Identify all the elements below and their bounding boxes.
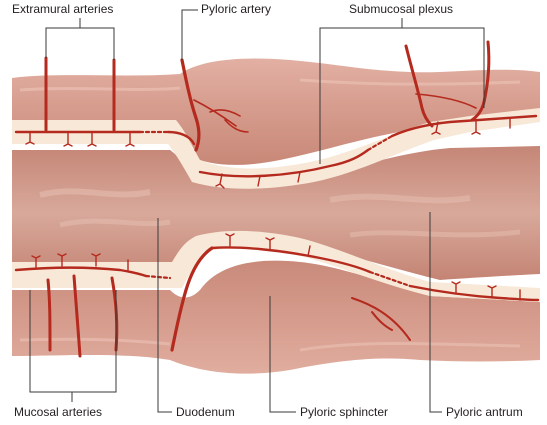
lower-submucosa [12, 230, 540, 302]
lower-submucosal-plexus [408, 284, 540, 302]
upper-muscle-highlight [19, 86, 181, 92]
upper-submucosal-plexus [390, 114, 538, 138]
leader-pyloric-antrum [429, 212, 442, 413]
lower-muscle-highlight [299, 342, 521, 352]
pyloric-artery-upper [180, 58, 201, 152]
mucosal-fold [59, 218, 171, 228]
submucosal-artery-branch [415, 93, 477, 109]
mucosal-fold [349, 229, 521, 238]
leader-mucosal-arteries [29, 290, 117, 402]
label-mucosal-arteries: Mucosal arteries [14, 405, 102, 419]
upper-submucosa-fill [12, 108, 540, 189]
lower-submucosal-plexus [210, 246, 372, 274]
lumen [12, 146, 540, 280]
lower-submucosal-plexus [14, 266, 148, 278]
upper-submucosal-plexus [166, 130, 196, 146]
lower-muscle-highlight [19, 337, 171, 346]
label-submucosal-plexus: Submucosal plexus [349, 2, 453, 16]
lower-muscle-wall [12, 260, 540, 374]
upper-muscle-highlight [299, 78, 521, 86]
mucosal-artery [46, 278, 52, 352]
lower-submucosal-plexus-dashed [368, 270, 412, 288]
leader-duodenum [157, 218, 172, 413]
lower-artery-branch [351, 297, 411, 341]
label-duodenum: Duodenum [176, 405, 235, 419]
mucosal-fold [39, 188, 151, 198]
label-pyloric-antrum: Pyloric antrum [446, 405, 523, 419]
leader-lines [29, 9, 485, 413]
lower-mucosal-twigs [31, 233, 521, 301]
label-extramural-arteries: Extramural arteries [12, 2, 113, 16]
mucosal-artery [72, 274, 82, 358]
leader-submucosal-plexus [319, 18, 485, 164]
leader-extramural-arteries [45, 18, 115, 60]
upper-submucosal-plexus-dashed [366, 134, 394, 152]
leader-pyloric-sphincter [269, 296, 296, 413]
pyloric-artery-lower [170, 246, 214, 352]
upper-mucosal-twigs [25, 117, 511, 189]
label-pyloric-artery: Pyloric artery [201, 2, 271, 16]
submucosal-artery-right [404, 44, 434, 128]
label-pyloric-sphincter: Pyloric sphincter [300, 405, 388, 419]
leader-pyloric-artery [181, 9, 198, 60]
pyloric-artery-branch [193, 99, 249, 133]
mucosal-fold [329, 193, 471, 204]
upper-submucosal-plexus [198, 148, 370, 178]
